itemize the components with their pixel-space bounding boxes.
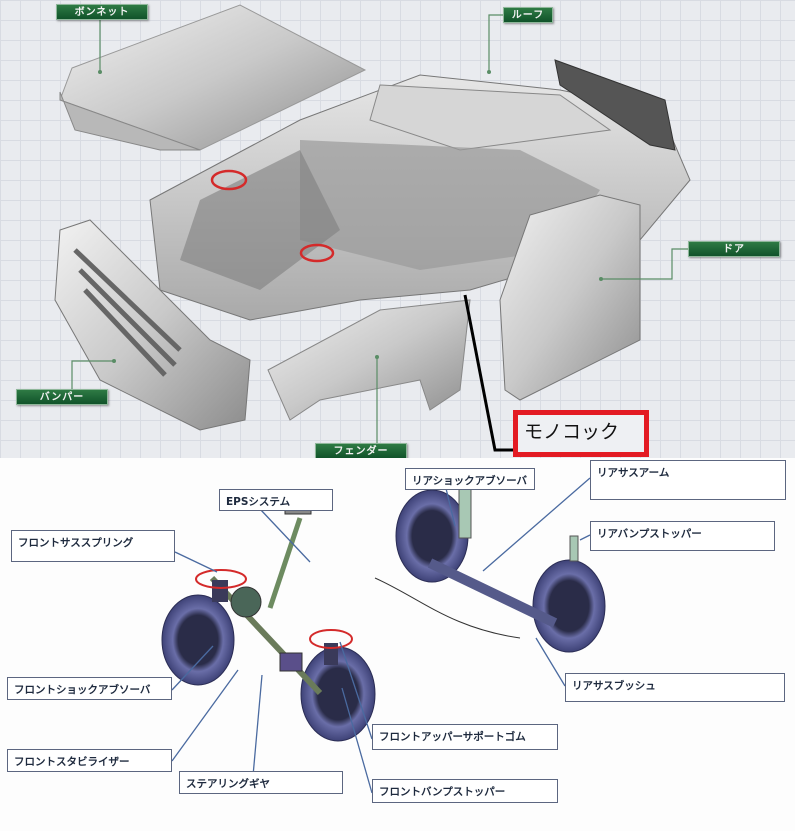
label-front-shock-absorber: フロントショックアブソーバ [7, 677, 172, 700]
label-front-sus-spring: フロントサススプリング [11, 530, 175, 562]
rear-axle [427, 558, 558, 628]
label-rear-bump-stopper: リアバンプストッパー [590, 521, 775, 551]
label-bumper: バンパー [16, 389, 108, 405]
highlight-circle [210, 169, 248, 191]
label-rear-sus-arm: リアサスアーム [590, 460, 786, 500]
label-roof: ルーフ [503, 7, 553, 23]
fender-panel [267, 299, 471, 421]
steering-column [267, 517, 303, 609]
door-panel [499, 194, 641, 401]
car-body-diagram: ボンネット ルーフ ドア バンパー フェンダー モノコック [0, 0, 795, 458]
label-monocoque: モノコック [513, 410, 649, 457]
highlight-circle [195, 569, 247, 589]
label-steering-gear: ステアリングギヤ [179, 771, 343, 794]
highlight-circle [299, 243, 335, 263]
label-rear-shock-absorber: リアショックアブソーバ [405, 468, 535, 490]
callout-lines [171, 477, 591, 794]
car-body-illustration [54, 4, 691, 452]
highlight-circle [309, 629, 353, 649]
label-fender: フェンダー [315, 443, 407, 458]
monocoque-leader-line [463, 294, 520, 452]
suspension-diagram: EPSシステム フロントサススプリング フロントショックアブソーバ フロントスタ… [0, 458, 795, 831]
label-front-upper-support-rubber: フロントアッパーサポートゴム [372, 724, 558, 750]
label-door: ドア [688, 241, 780, 257]
rear-right-wheel [532, 559, 606, 653]
label-rear-sus-bush: リアサスブッシュ [565, 673, 785, 702]
label-front-bump-stopper: フロントバンプストッパー [372, 779, 558, 803]
label-eps-system: EPSシステム [219, 489, 333, 511]
label-front-stabilizer: フロントスタビライザー [7, 749, 172, 772]
roof-panel [369, 84, 612, 151]
label-bonnet: ボンネット [56, 4, 148, 20]
suspension-illustration [161, 477, 606, 794]
bonnet-panel [59, 4, 367, 151]
front-left-wheel [161, 594, 235, 686]
